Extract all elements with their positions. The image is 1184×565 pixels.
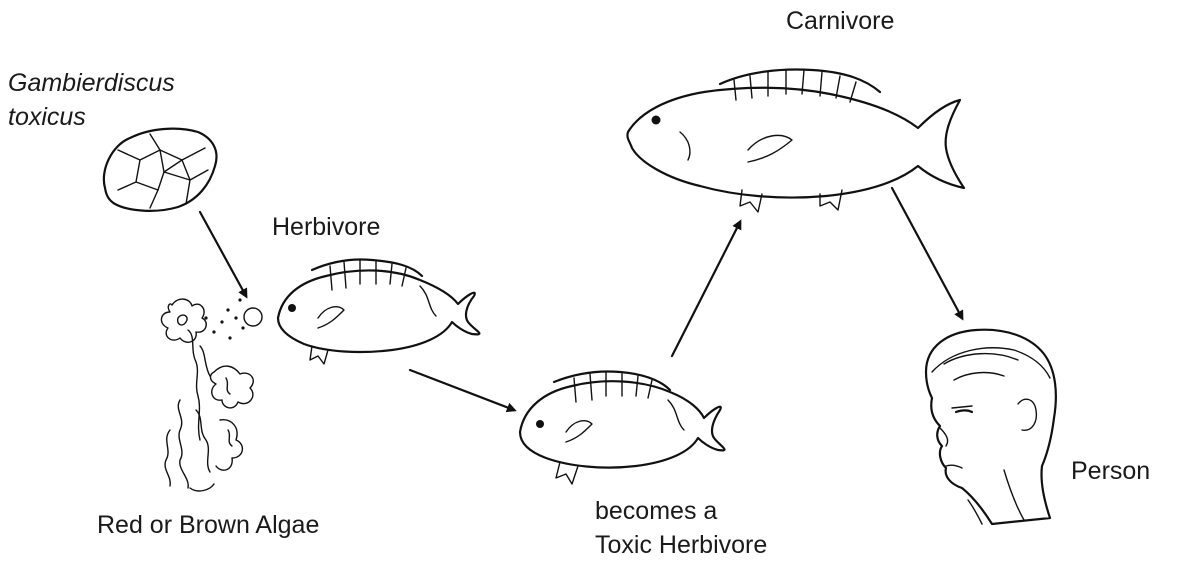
person-head-icon — [926, 330, 1056, 524]
dinoflagellate-cell-icon — [104, 129, 217, 211]
toxic-herbivore-fish-icon — [520, 371, 725, 484]
algae-plant-icon — [161, 298, 262, 491]
carnivore-fish-icon — [627, 70, 964, 212]
herbivore-fish-icon — [278, 259, 479, 364]
